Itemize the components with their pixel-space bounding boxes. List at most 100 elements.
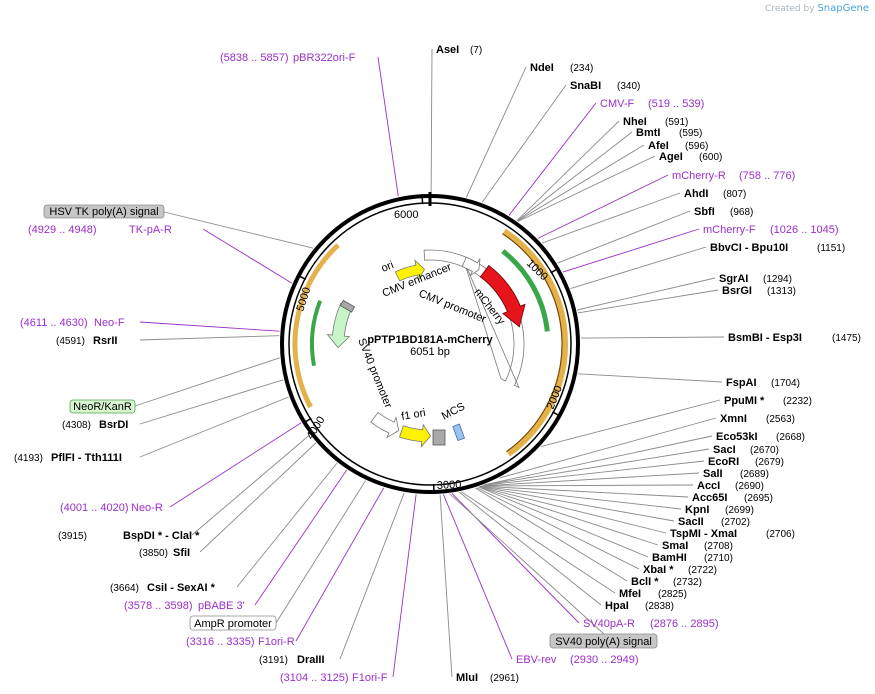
tick-label-5000: 5000: [294, 286, 313, 313]
grey-feature-box: [432, 429, 446, 446]
leader-left-13: [392, 494, 417, 678]
snapgene-logo: SnapGene: [817, 3, 869, 14]
site-position: (2961): [490, 673, 519, 684]
enzyme-label: SfiI: [173, 547, 190, 559]
hsv-tk-polya-box: HSV TK poly(A) signal: [43, 204, 165, 219]
site-position: (2710): [704, 553, 733, 564]
primer-label: F1ori-F: [352, 672, 388, 684]
enzyme-label: Acc65I: [692, 492, 727, 504]
leader-21: [483, 460, 705, 486]
leader-left-6: [169, 422, 302, 508]
leader-18: [499, 417, 717, 479]
enzyme-label: NdeI: [530, 62, 554, 74]
leader-19: [484, 435, 713, 486]
site-position: (591): [665, 117, 688, 128]
mcs-label: MCS: [440, 401, 467, 423]
snapgene-credit: Created by SnapGene: [765, 3, 869, 14]
enzyme-label: CsiI - SexAI *: [147, 582, 216, 594]
box-leader-2: [275, 480, 366, 624]
site-position: (519 .. 539): [648, 98, 704, 110]
cmv-promoter-arrow: [461, 256, 481, 277]
enzyme-label: BsmBI - Esp3I: [728, 332, 802, 344]
leader-16: [577, 373, 723, 383]
tick-1000: [550, 267, 560, 274]
leader-11: [562, 228, 700, 273]
site-position: (2690): [735, 481, 764, 492]
leader-left-3: [139, 335, 280, 341]
primer-label: CMV-F: [600, 98, 635, 110]
leader-17: [540, 399, 721, 448]
small-promoter-arrow: [370, 411, 400, 439]
leader-left-10: [254, 469, 348, 606]
site-position: (600): [699, 152, 722, 163]
f1-ori-arrow: [399, 423, 432, 448]
leader-3: [508, 102, 597, 216]
enzyme-label: AfeI: [648, 140, 669, 152]
neo-green-arc: [310, 299, 323, 367]
primer-label: mCherry-F: [703, 224, 756, 236]
leader-23: [481, 484, 694, 487]
f1-ori-label: f1 ori: [400, 407, 426, 423]
sv40-promoter-label: SV40 promoter: [355, 337, 394, 410]
site-position: (4611 .. 4630): [20, 317, 88, 329]
leader-15: [580, 336, 725, 339]
leader-26: [479, 486, 675, 522]
mcherry-green-arc: [501, 249, 550, 332]
site-position: (2699): [725, 505, 754, 516]
credit-prefix: Created by: [765, 4, 815, 14]
enzyme-label: AhdI: [684, 188, 708, 200]
site-position: (595): [679, 128, 702, 139]
enzyme-label: BmtI: [636, 127, 660, 139]
ampr-promoter-label: AmpR promoter: [194, 618, 272, 630]
site-position: (2838): [645, 601, 674, 612]
enzyme-label: TspMI - XmaI: [670, 528, 737, 540]
leader-left-12: [339, 492, 405, 660]
ampr-promoter-box: AmpR promoter: [189, 615, 277, 631]
enzyme-label: MfeI: [619, 588, 641, 600]
primer-label: pBABE 3': [198, 600, 245, 612]
site-position: (596): [685, 141, 708, 152]
tick-2000: [552, 411, 562, 418]
site-position: (2708): [704, 541, 733, 552]
site-position: (3915): [58, 531, 87, 542]
tick-6000: [421, 194, 424, 205]
mcs-box: [452, 423, 466, 442]
site-position: (5838 .. 5857): [220, 52, 289, 64]
enzyme-label: XmnI: [720, 413, 747, 425]
primer-label: Neo-F: [94, 317, 125, 329]
site-position: (2702): [721, 517, 750, 528]
site-position: (340): [617, 81, 640, 92]
leader-24: [480, 485, 689, 498]
leader-left-11: [295, 487, 385, 642]
leader-10: [557, 210, 691, 264]
neor-kanr-box: NeoR/KanR: [69, 399, 136, 414]
leader-left-4: [139, 379, 284, 425]
site-position: (4193): [14, 453, 43, 464]
enzyme-label: XbaI *: [643, 564, 674, 576]
primer-label: EBV-rev: [516, 654, 557, 666]
leader-33: [458, 491, 602, 606]
site-position: (2825): [658, 589, 687, 600]
tick-5000: [296, 274, 307, 281]
site-position: (2679): [755, 457, 784, 468]
hsv-pa-box: [339, 299, 356, 313]
leader-30: [476, 487, 640, 570]
tick-label-3000: 3000: [437, 479, 462, 492]
site-position: (968): [730, 207, 753, 218]
site-position: (2670): [750, 445, 779, 456]
site-position: (3104 .. 3125): [280, 672, 349, 684]
box-leader-1: [134, 357, 280, 407]
site-position: (2722): [688, 565, 717, 576]
site-labels: AseI(7)NdeI(234)SnaBI(340)CMV-F(519 .. 5…: [14, 44, 861, 684]
leader-1: [465, 66, 527, 198]
enzyme-label: SalI: [703, 468, 723, 480]
leader-14: [577, 289, 719, 314]
mcherry-feature-arc-inner: [502, 233, 563, 453]
enzyme-label: BclI *: [631, 576, 659, 588]
enzyme-label: PflFI - Tth111I: [51, 452, 122, 464]
box-leader-3: [449, 493, 605, 635]
plasmid-name: pPTP1BD181A-mCherry: [367, 334, 493, 346]
enzyme-label: BsrDI: [99, 419, 128, 431]
leader-12: [570, 246, 707, 290]
